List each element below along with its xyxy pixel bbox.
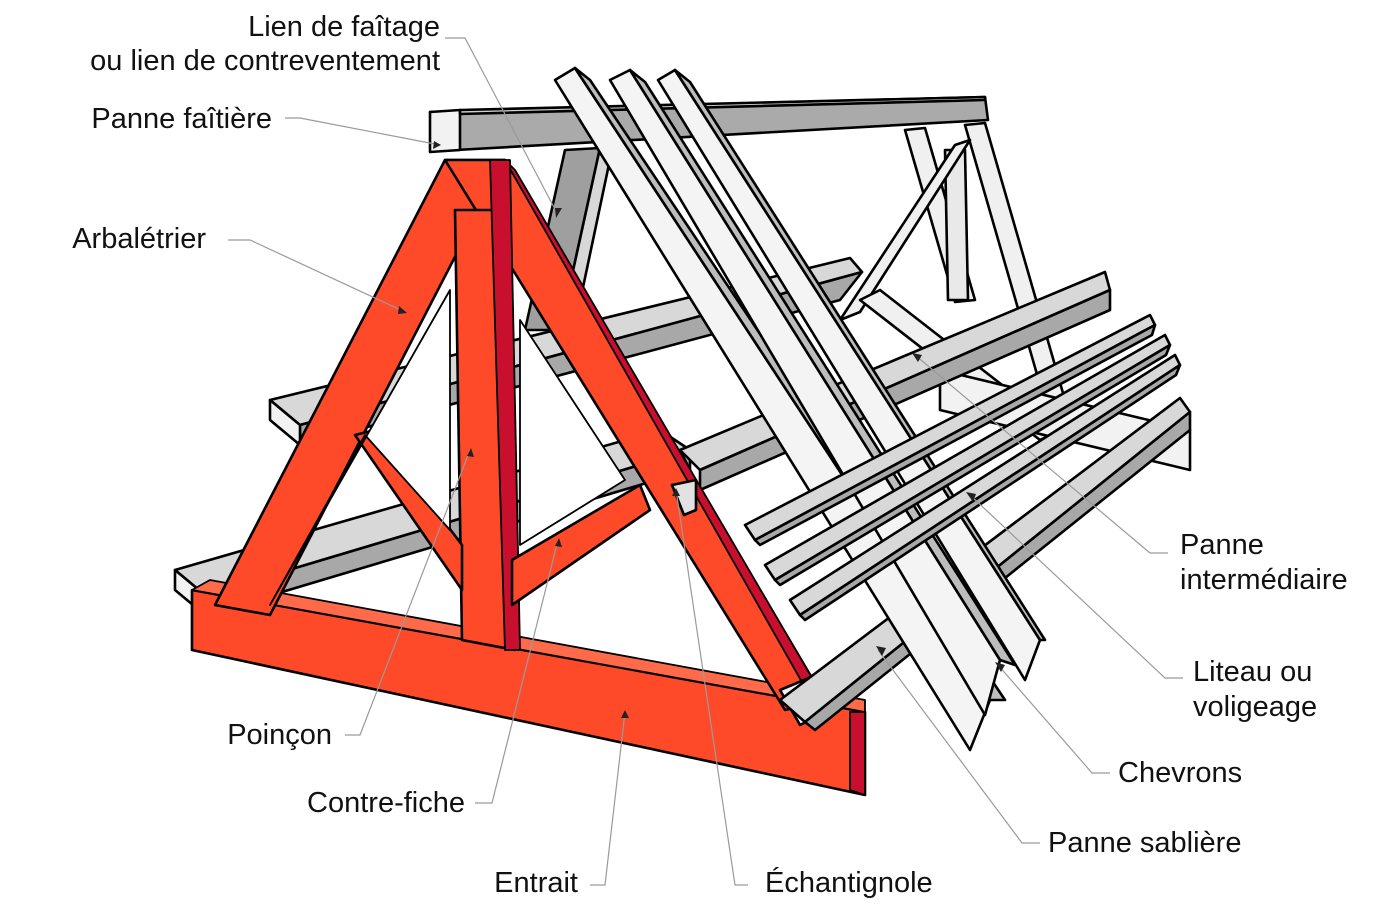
contre-fiche-right xyxy=(510,483,652,607)
main-truss xyxy=(190,158,867,797)
label-chevrons: Chevrons xyxy=(1118,757,1242,789)
liteaux xyxy=(743,313,1182,622)
label-liteau-line2: voligeage xyxy=(1193,691,1317,723)
label-panne-intermediaire-line2: intermédiaire xyxy=(1180,564,1348,596)
leader-lines xyxy=(228,37,1183,886)
label-entrait: Entrait xyxy=(494,867,578,899)
label-panne-sabliere: Panne sablière xyxy=(1048,827,1241,859)
label-lien-line2: ou lien de contreventement xyxy=(90,45,440,77)
label-poincon: Poinçon xyxy=(227,719,332,751)
label-arbaletrier: Arbalétrier xyxy=(72,223,206,255)
label-echantignole: Échantignole xyxy=(765,866,933,899)
label-panne-faitiere: Panne faîtière xyxy=(91,103,272,135)
label-contre-fiche: Contre-fiche xyxy=(307,787,465,819)
labels: Lien de faîtage ou lien de contreventeme… xyxy=(72,11,1347,899)
label-lien-line1: Lien de faîtage xyxy=(248,11,440,43)
label-liteau-line1: Liteau ou xyxy=(1193,656,1312,688)
label-panne-intermediaire-line1: Panne xyxy=(1180,529,1264,561)
